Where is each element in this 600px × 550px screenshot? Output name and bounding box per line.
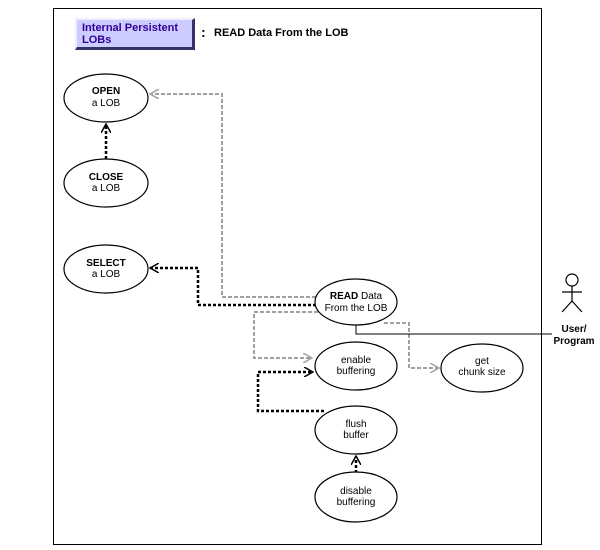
edge-read-to-open <box>150 94 316 298</box>
svg-text:SELECT: SELECT <box>86 258 125 269</box>
node-label-line2: chunk size <box>458 367 506 378</box>
svg-text:disable: disable <box>340 486 372 497</box>
node-label-line2: From the LOB <box>325 303 388 314</box>
svg-text:flush: flush <box>345 419 366 430</box>
category-badge: Internal Persistent LOBs <box>75 18 195 50</box>
node-label-rest: get <box>475 356 489 367</box>
svg-text:CLOSE: CLOSE <box>89 172 124 183</box>
node-label-line2: a LOB <box>92 98 121 109</box>
edge-flush-to-enable <box>256 372 324 413</box>
svg-text:enable: enable <box>341 355 371 366</box>
system-boundary <box>53 8 542 545</box>
use-case-flush-buffer[interactable]: flush buffer <box>314 405 398 455</box>
node-label-rest: disable <box>340 486 372 497</box>
actor-label-line1: User/ <box>561 324 586 335</box>
stick-figure-icon <box>561 273 583 313</box>
edge-read-to-actor <box>355 325 552 335</box>
diagram-title: READ Data From the LOB <box>214 27 349 39</box>
badge-line2: LOBs <box>82 34 112 46</box>
use-case-open[interactable]: OPEN a LOB <box>63 73 149 123</box>
use-case-close[interactable]: CLOSE a LOB <box>63 158 149 208</box>
edges <box>106 94 552 473</box>
node-label-line2: buffering <box>337 497 376 508</box>
use-case-get-chunk-size[interactable]: get chunk size <box>440 343 524 393</box>
edge-read-to-chunk <box>384 322 439 368</box>
svg-text:OPEN: OPEN <box>92 86 120 97</box>
node-label-rest: enable <box>341 355 371 366</box>
node-label-line2: a LOB <box>92 269 121 280</box>
edge-read-to-select <box>150 268 316 307</box>
svg-text:get: get <box>475 356 489 367</box>
actor-label-line2: Program <box>553 336 594 347</box>
edge-read-to-enable <box>253 311 318 358</box>
node-label-bold: SELECT <box>86 258 125 269</box>
use-case-disable-buffering[interactable]: disable buffering <box>314 471 398 523</box>
title-separator: : <box>201 24 206 40</box>
node-label-line2: buffering <box>337 366 376 377</box>
node-label-rest: flush <box>345 419 366 430</box>
node-label-line2: buffer <box>343 430 369 441</box>
actor-user-program[interactable]: User/ Program <box>553 273 595 347</box>
node-label-bold: READ <box>330 291 358 302</box>
node-label-line2: a LOB <box>92 183 121 194</box>
node-label-rest: Data <box>358 291 382 302</box>
use-case-select[interactable]: SELECT a LOB <box>63 244 149 294</box>
use-case-read[interactable]: READ Data From the LOB <box>314 278 398 326</box>
node-label-bold: CLOSE <box>89 172 124 183</box>
svg-text:READ Data: READ Data <box>330 291 383 302</box>
node-label-bold: OPEN <box>92 86 120 97</box>
badge-line1: Internal Persistent <box>82 22 178 34</box>
use-case-enable-buffering[interactable]: enable buffering <box>314 341 398 391</box>
